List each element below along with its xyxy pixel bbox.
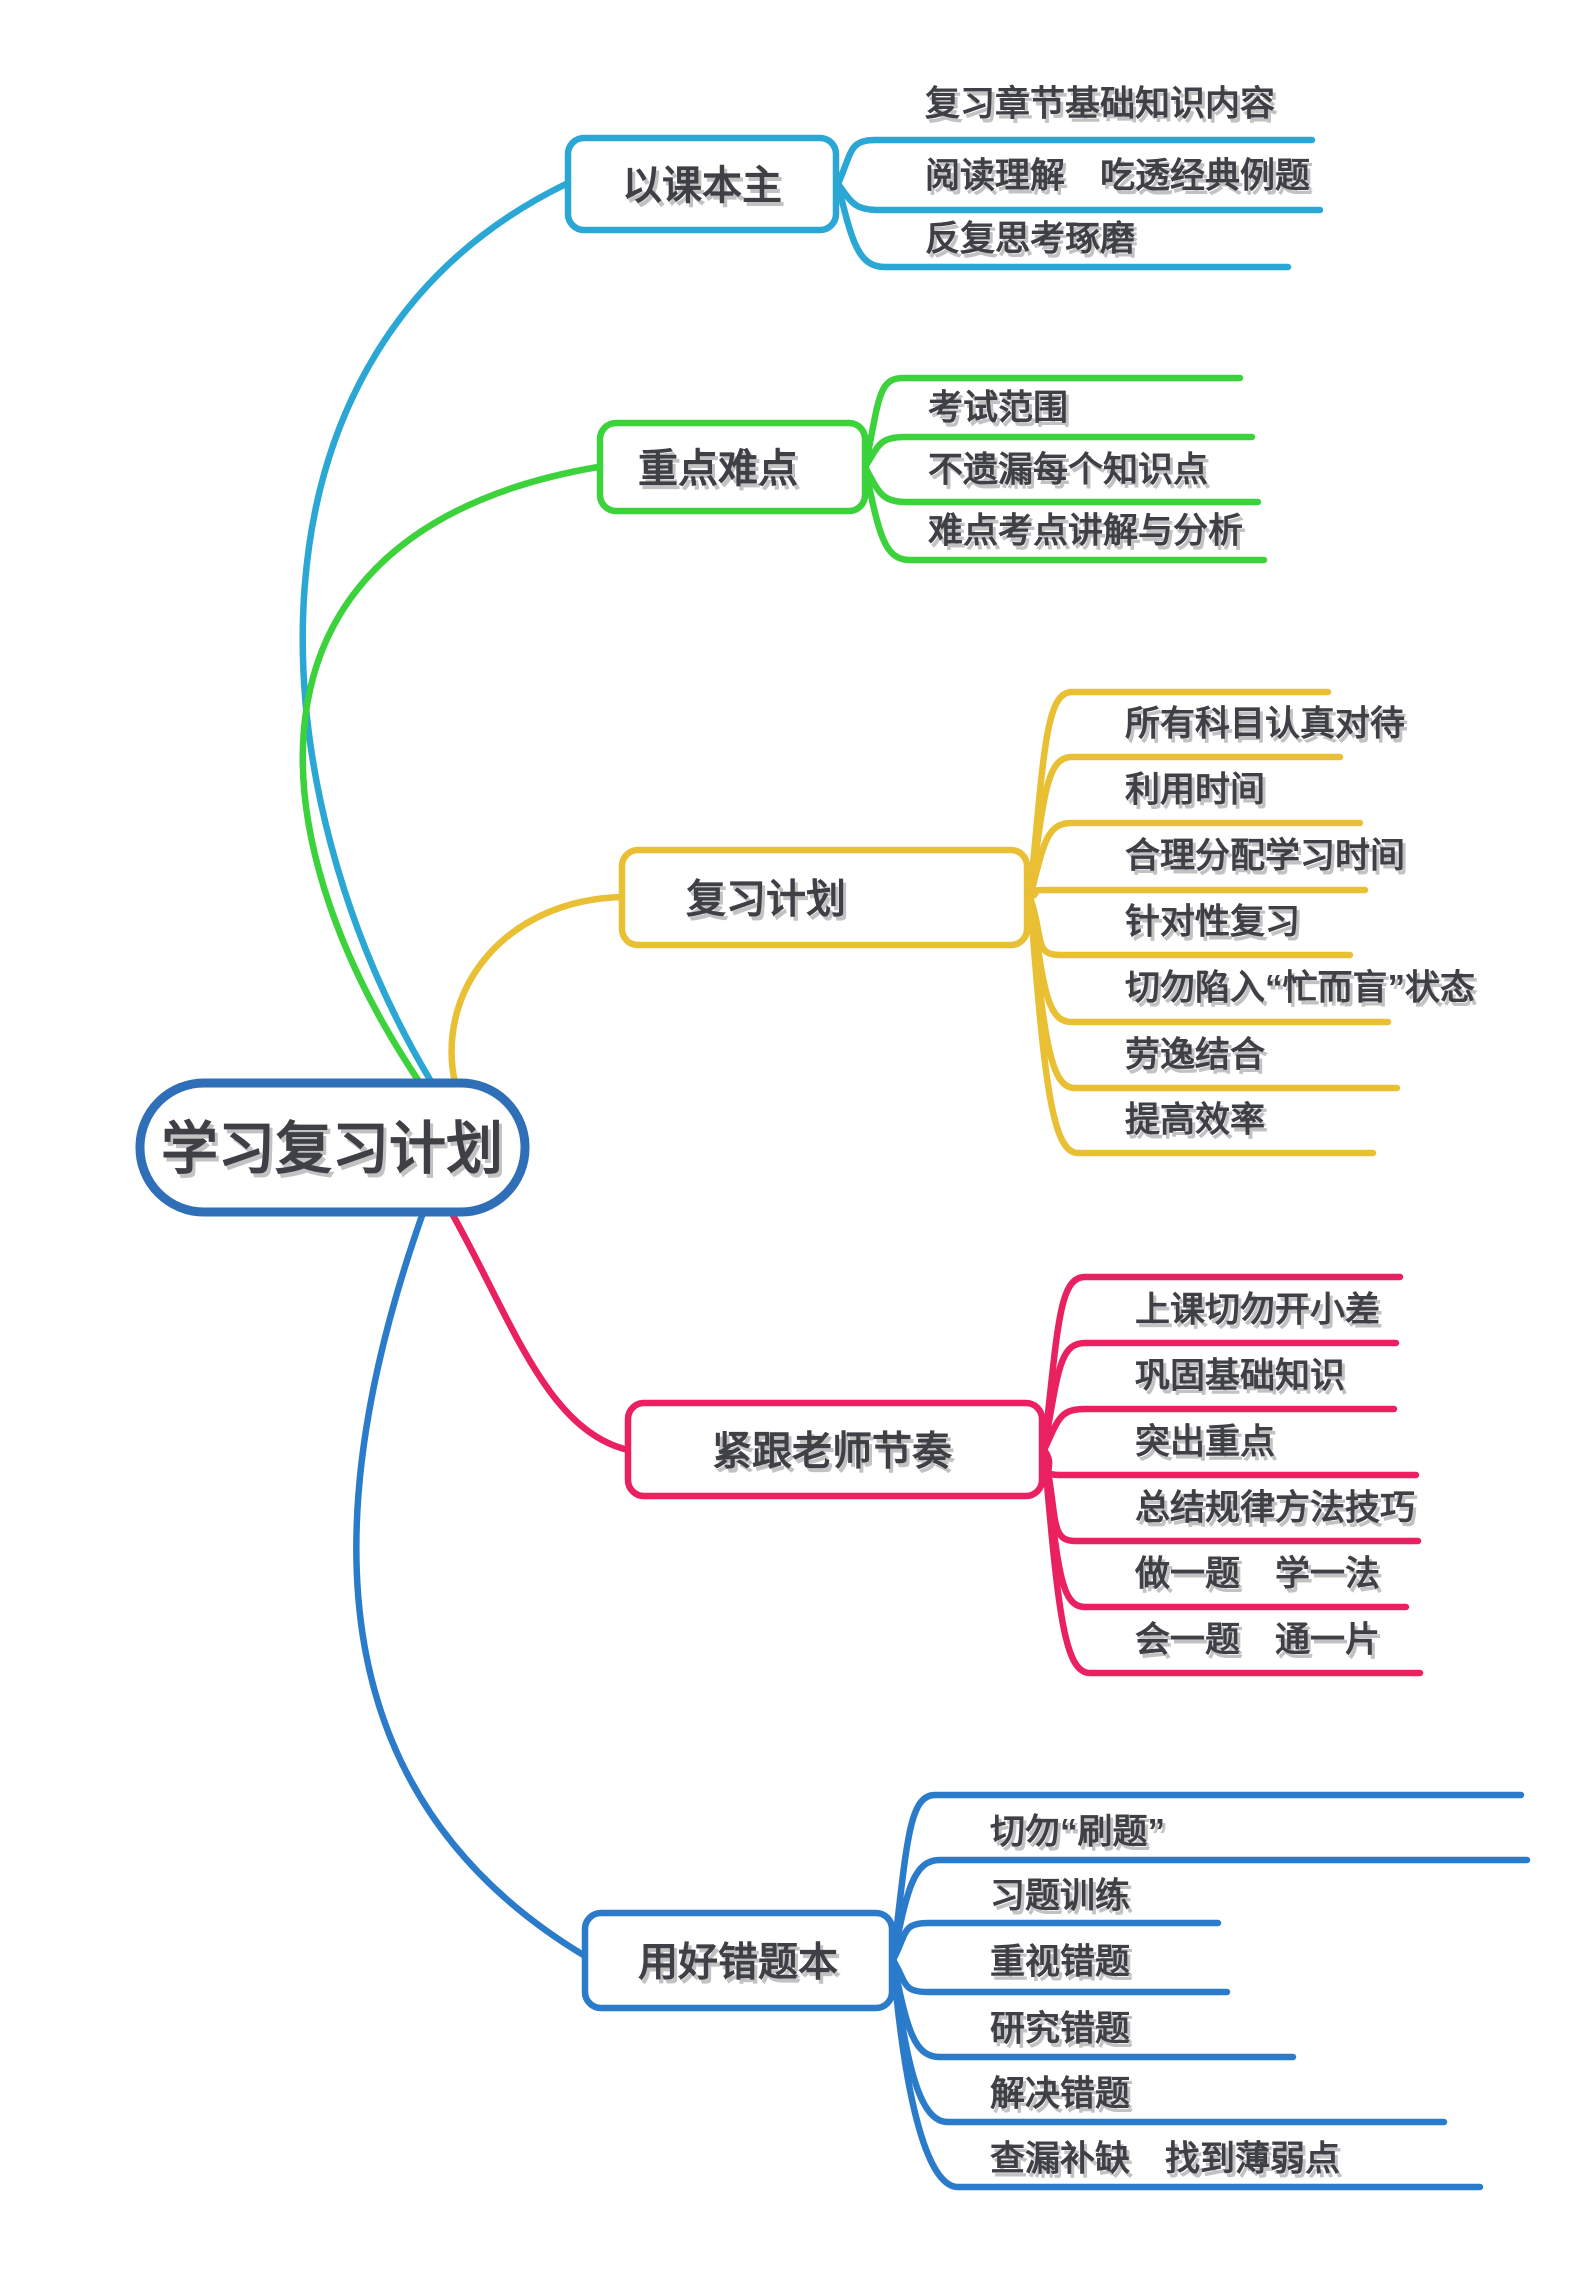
central-topic-label[interactable]: 学习复习计划 [161, 1117, 503, 1181]
subtopic-connector [1026, 753, 1344, 901]
subtopic-label[interactable]: 上课切勿开小差 [1135, 1291, 1380, 1330]
branch-topic-box[interactable] [596, 419, 869, 515]
subtopic-connector [1040, 1339, 1400, 1454]
subtopic-label[interactable]: 总结规律方法技巧 [1135, 1489, 1415, 1528]
subtopic-label[interactable]: 不遗漏每个知识点 [928, 451, 1208, 490]
subtopic-label-shadow: 解决错题 [993, 2079, 1133, 2118]
central-topic-box[interactable] [135, 1078, 530, 1217]
subtopic-label-shadow: 阅读理解 吃透经典例题 [928, 161, 1313, 200]
subtopic-label[interactable]: 阅读理解 吃透经典例题 [925, 157, 1310, 196]
subtopic-label[interactable]: 劳逸结合 [1125, 1036, 1265, 1075]
subtopic-label[interactable]: 切勿陷入“忙而盲”状态 [1125, 968, 1475, 1008]
branch-topic-label-shadow: 紧跟老师节奏 [715, 1434, 956, 1478]
subtopic-label[interactable]: 难点考点讲解与分析 [928, 512, 1243, 551]
subtopic-label-shadow: 切勿“刷题” [993, 1817, 1168, 1856]
subtopic-label-shadow: 针对性复习 [1128, 907, 1303, 946]
main-branch-curve [299, 180, 570, 1087]
subtopic-connector [861, 433, 1256, 471]
subtopic-label-shadow: 不遗漏每个知识点 [931, 455, 1211, 494]
subtopic-label-shadow: 难点考点讲解与分析 [931, 516, 1246, 555]
subtopic-label-shadow: 总结规律方法技巧 [1138, 1493, 1418, 1532]
main-branch-curve [448, 893, 626, 1087]
branch-topic-label-shadow: 重点难点 [641, 451, 801, 495]
subtopic-label-shadow: 反复思考琢磨 [928, 224, 1138, 263]
subtopic-label-shadow: 劳逸结合 [1128, 1040, 1268, 1079]
subtopic-connector [861, 374, 1244, 471]
subtopic-label-shadow: 研究错题 [993, 2014, 1133, 2053]
branch-topic-label[interactable]: 复习计划 [686, 878, 846, 922]
subtopic-label[interactable]: 反复思考琢磨 [925, 220, 1135, 259]
branch-topic-label[interactable]: 重点难点 [638, 447, 798, 491]
subtopic-label-shadow: 习题训练 [993, 1881, 1133, 1920]
subtopic-connector [889, 1956, 1484, 2191]
subtopic-connector [1026, 893, 1377, 1157]
subtopic-label[interactable]: 突出重点 [1135, 1423, 1275, 1462]
subtopic-connector [889, 1856, 1531, 1964]
subtopic-label[interactable]: 合理分配学习时间 [1125, 836, 1405, 876]
subtopic-connector [1040, 1405, 1398, 1454]
central-topic-label-shadow: 学习复习计划 [164, 1121, 506, 1185]
subtopic-label[interactable]: 巩固基础知识 [1135, 1357, 1345, 1396]
subtopic-label-shadow: 巩固基础知识 [1138, 1361, 1348, 1400]
subtopic-label[interactable]: 重视错题 [990, 1943, 1130, 1982]
subtopic-label-shadow: 做一题 学一法 [1137, 1558, 1383, 1598]
branch-topic-label[interactable]: 以课本主 [622, 164, 782, 208]
subtopic-label[interactable]: 会一题 通一片 [1135, 1621, 1380, 1660]
subtopic-label[interactable]: 针对性复习 [1125, 903, 1300, 942]
main-branch-curve [446, 1206, 632, 1454]
subtopic-label[interactable]: 考试范围 [928, 389, 1068, 428]
subtopic-connector [834, 136, 1316, 188]
subtopic-label-shadow: 重视错题 [993, 1947, 1133, 1986]
branch-topic-box[interactable] [624, 1399, 1046, 1500]
subtopic-label-shadow: 突出重点 [1138, 1427, 1278, 1466]
main-branch-curve [299, 463, 602, 1087]
subtopic-label-shadow: 上课切勿开小差 [1138, 1295, 1383, 1334]
subtopic-label[interactable]: 复习章节基础知识内容 [925, 84, 1275, 124]
subtopic-connector [1026, 886, 1369, 901]
branch-topic-box[interactable] [618, 846, 1031, 949]
subtopic-connector [861, 463, 1268, 564]
subtopic-label-shadow: 考试范围 [931, 393, 1071, 432]
subtopic-connector [889, 1919, 1222, 1964]
main-branch-curve [353, 1206, 589, 1960]
subtopic-label[interactable]: 查漏补缺 找到薄弱点 [990, 2140, 1340, 2179]
subtopic-label-shadow: 复习章节基础知识内容 [928, 88, 1278, 128]
subtopic-label[interactable]: 习题训练 [990, 1877, 1130, 1916]
branch-topic-box[interactable] [581, 1909, 896, 2012]
subtopic-label[interactable]: 研究错题 [990, 2010, 1130, 2049]
subtopic-label[interactable]: 切勿“刷题” [990, 1813, 1165, 1852]
subtopic-connector [1040, 1446, 1424, 1677]
subtopic-label[interactable]: 利用时间 [1125, 771, 1265, 810]
subtopic-label[interactable]: 做一题 学一法 [1134, 1554, 1380, 1594]
subtopic-connector [834, 180, 1292, 271]
branch-topic-label[interactable]: 紧跟老师节奏 [712, 1430, 953, 1474]
subtopic-connector [889, 1791, 1525, 1964]
subtopic-label-shadow: 查漏补缺 找到薄弱点 [993, 2144, 1343, 2183]
subtopic-label[interactable]: 提高效率 [1125, 1101, 1265, 1140]
branch-topic-box[interactable] [564, 134, 840, 234]
branch-topic-label-shadow: 以课本主 [625, 168, 785, 212]
subtopic-label-shadow: 利用时间 [1128, 775, 1268, 814]
subtopic-label-shadow: 所有科目认真对待 [1128, 709, 1408, 748]
branch-topic-label[interactable]: 用好错题本 [638, 1941, 838, 1985]
subtopic-connector [1026, 819, 1364, 901]
branch-topic-label-shadow: 复习计划 [689, 882, 849, 926]
subtopic-label-shadow: 切勿陷入“忙而盲”状态 [1128, 972, 1478, 1012]
connector-layer [299, 136, 1531, 2191]
branch-topic-label-shadow: 用好错题本 [641, 1945, 841, 1989]
subtopic-label[interactable]: 所有科目认真对待 [1125, 705, 1405, 744]
subtopic-label[interactable]: 解决错题 [990, 2075, 1130, 2114]
subtopic-connector [889, 1956, 1448, 2126]
subtopic-label-shadow: 提高效率 [1128, 1105, 1268, 1144]
subtopic-label-shadow: 合理分配学习时间 [1128, 840, 1408, 880]
subtopic-label-shadow: 会一题 通一片 [1138, 1625, 1383, 1664]
